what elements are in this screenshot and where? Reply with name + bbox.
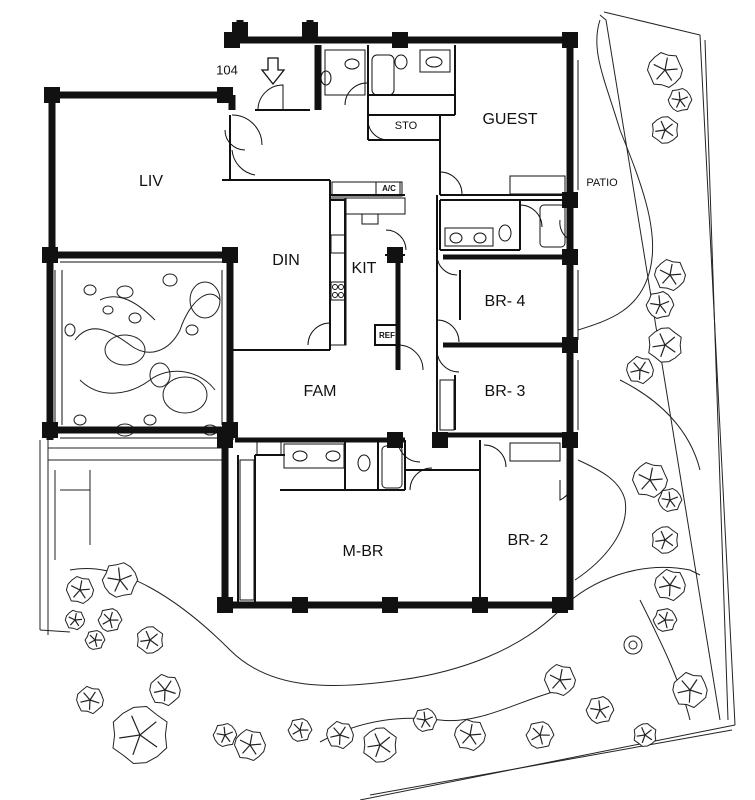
- wall-pier: [382, 597, 398, 613]
- tree: [626, 355, 654, 385]
- room-label-sto: STO: [395, 120, 418, 132]
- wall-pier: [562, 432, 578, 448]
- wall-pier: [224, 32, 240, 48]
- wall-pier: [302, 22, 318, 38]
- door-swings: [224, 82, 571, 501]
- wall-pier: [387, 432, 403, 448]
- label-ref: REF: [379, 331, 395, 340]
- garden-feature-center: [628, 640, 638, 650]
- tree: [646, 52, 684, 88]
- windows: [54, 60, 579, 609]
- exterior-walls: [46, 20, 575, 610]
- tree: [326, 720, 354, 750]
- room-label-din: DIN: [272, 252, 300, 269]
- room-label-guest: GUEST: [482, 111, 537, 128]
- wall-pier: [217, 432, 233, 448]
- label-ac: A/C: [382, 184, 396, 193]
- room-label-mbr: M-BR: [343, 543, 384, 560]
- wall-pier: [562, 32, 578, 48]
- wall-pier: [562, 337, 578, 353]
- tree: [585, 696, 615, 724]
- wall-pier: [42, 422, 58, 438]
- tree: [136, 626, 164, 654]
- tree: [654, 568, 686, 602]
- tree: [233, 728, 267, 762]
- tree: [97, 608, 123, 632]
- tree: [653, 258, 687, 292]
- tree: [84, 630, 106, 650]
- tree: [633, 723, 657, 747]
- wall-pier: [42, 247, 58, 263]
- tree: [112, 705, 168, 765]
- tree: [412, 707, 438, 733]
- wall-pier: [432, 432, 448, 448]
- room-label-patio: PATIO: [586, 177, 618, 189]
- wall-piers: [42, 22, 578, 613]
- room-label-br3: BR- 3: [485, 383, 526, 400]
- tree: [652, 608, 678, 632]
- tree: [667, 87, 693, 113]
- wall-pier: [217, 597, 233, 613]
- garden-feature: [623, 635, 643, 655]
- tree: [76, 685, 104, 715]
- room-label-kit: KIT: [352, 260, 377, 277]
- courtyard-garden: [64, 273, 221, 437]
- room-label-br2: BR- 2: [508, 532, 549, 549]
- wall-pier: [562, 192, 578, 208]
- tree: [287, 718, 313, 742]
- entry-arrow-icon: [260, 57, 286, 86]
- tree: [543, 663, 577, 697]
- wall-pier: [217, 87, 233, 103]
- fixtures: [239, 49, 566, 601]
- room-label-br4: BR- 4: [485, 293, 526, 310]
- tree: [525, 721, 555, 749]
- tree: [631, 462, 669, 498]
- tree: [651, 526, 679, 554]
- wall-pier: [562, 249, 578, 265]
- tree: [64, 609, 86, 631]
- tree: [65, 575, 95, 605]
- wall-pier: [292, 597, 308, 613]
- room-label-fam: FAM: [304, 383, 337, 400]
- tree: [149, 673, 181, 707]
- tree: [645, 291, 675, 319]
- tree: [651, 116, 679, 144]
- tree: [212, 722, 238, 748]
- landscape-lines: [39, 11, 736, 800]
- wall-pier: [387, 247, 403, 263]
- tree: [453, 718, 487, 752]
- tree: [363, 727, 397, 763]
- unit-number: 104: [216, 62, 238, 77]
- wall-pier: [552, 597, 568, 613]
- wall-pier: [222, 247, 238, 263]
- wall-pier: [44, 87, 60, 103]
- tree: [672, 671, 708, 709]
- landscape-trees: [64, 52, 708, 765]
- tree: [101, 562, 139, 598]
- room-label-liv: LIV: [139, 173, 163, 190]
- wall-pier: [472, 597, 488, 613]
- wall-pier: [392, 32, 408, 48]
- tree: [657, 487, 683, 513]
- tree: [648, 327, 682, 363]
